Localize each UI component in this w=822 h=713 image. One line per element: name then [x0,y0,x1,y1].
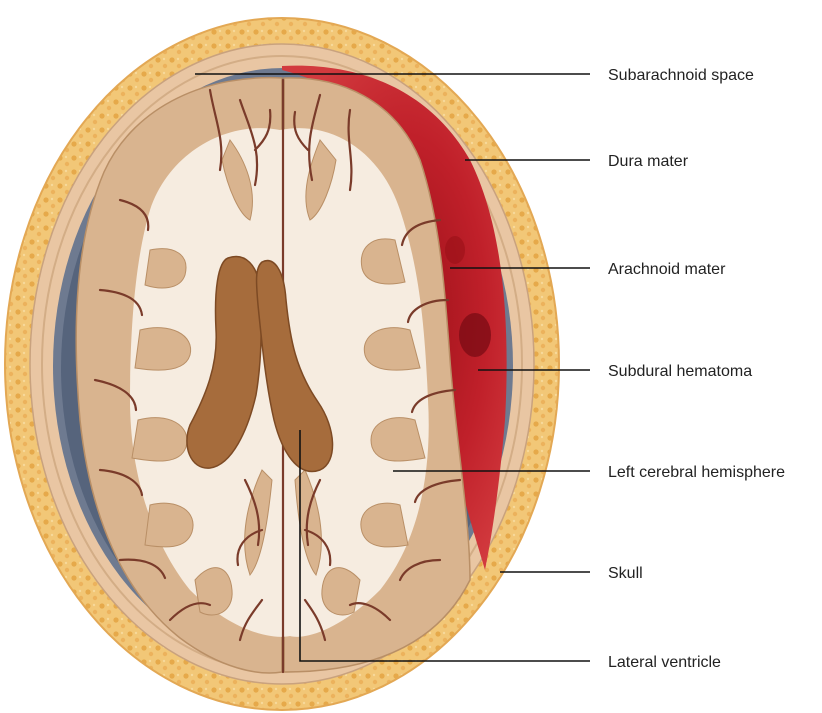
hematoma-clot [459,313,491,357]
label-skull: Skull [608,565,643,582]
label-left-cerebral-hemisphere: Left cerebral hemisphere [608,464,785,481]
label-arachnoid-mater: Arachnoid mater [608,261,726,278]
label-lateral-ventricle: Lateral ventricle [608,654,721,671]
label-dura-mater: Dura mater [608,153,689,170]
label-subarachnoid-space: Subarachnoid space [608,67,754,84]
hematoma-clot-2 [445,236,465,264]
brain [76,78,470,673]
labels: Subarachnoid space Dura mater Arachnoid … [608,67,785,671]
label-subdural-hematoma: Subdural hematoma [608,363,752,380]
